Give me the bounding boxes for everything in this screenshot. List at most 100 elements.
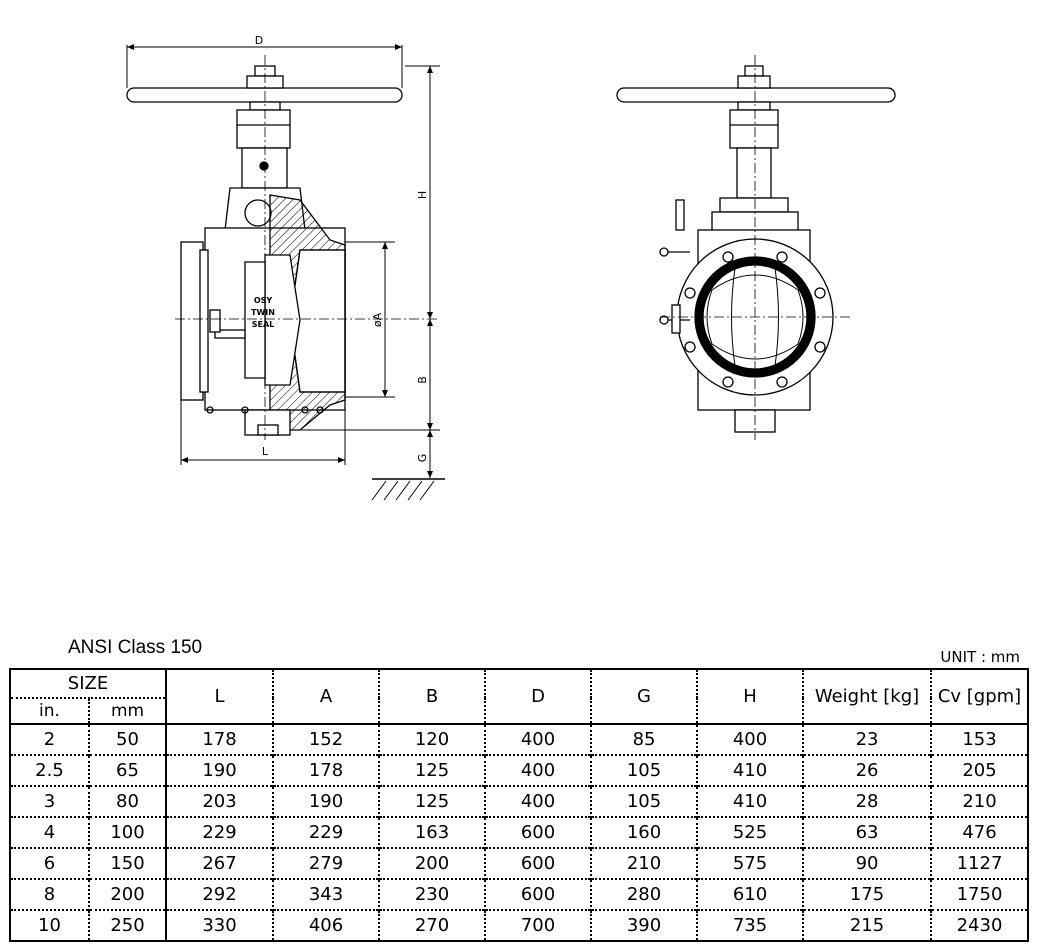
header-in: in.: [10, 698, 89, 725]
cell-d: 600: [484, 847, 592, 879]
header-weight: Weight [kg]: [802, 669, 932, 725]
cell-a: 152: [272, 724, 380, 755]
cell-cv: 1750: [930, 878, 1029, 910]
cell-cv: 153: [930, 724, 1029, 755]
cell-a: 190: [272, 785, 380, 817]
cell-b: 125: [378, 754, 486, 786]
dim-label-l: L: [262, 445, 269, 458]
cell-b: 125: [378, 785, 486, 817]
cell-a: 343: [272, 878, 380, 910]
cell-g: 105: [590, 785, 698, 817]
header-h: H: [696, 669, 804, 725]
cell-cv: 476: [930, 816, 1029, 848]
cell-d: 600: [484, 878, 592, 910]
cell-g: 210: [590, 847, 698, 879]
dimension-lines: [126, 44, 445, 501]
dim-label-b: B: [416, 376, 429, 384]
cell-d: 400: [484, 724, 592, 755]
cell-weight: 26: [802, 754, 932, 786]
cell-b: 163: [378, 816, 486, 848]
cell-size-mm: 200: [87, 878, 167, 910]
header-a: A: [272, 669, 380, 725]
cell-size-mm: 250: [87, 909, 167, 941]
valve-drawing: OSY TWIN SEAL D H øA B G L: [126, 34, 896, 501]
cell-size-mm: 80: [87, 785, 167, 817]
dim-label-h: H: [416, 191, 429, 199]
stamp-line-2: TWIN: [251, 308, 275, 317]
header-cv: Cv [gpm]: [930, 669, 1029, 725]
cell-g: 105: [590, 754, 698, 786]
header-mm: mm: [87, 698, 167, 725]
cell-h: 410: [696, 785, 804, 817]
dim-label-a: øA: [371, 312, 384, 327]
header-size: SIZE: [10, 669, 167, 699]
cell-l: 178: [165, 724, 274, 755]
header-l: L: [165, 669, 274, 725]
cell-a: 279: [272, 847, 380, 879]
cell-size-in: 3: [10, 785, 89, 817]
handwheel-front: [616, 87, 896, 103]
cell-cv: 205: [930, 754, 1029, 786]
cell-cv: 1127: [930, 847, 1029, 879]
cell-cv: 2430: [930, 909, 1029, 941]
cell-b: 270: [378, 909, 486, 941]
cell-weight: 23: [802, 724, 932, 755]
cell-a: 406: [272, 909, 380, 941]
cell-h: 575: [696, 847, 804, 879]
cell-size-mm: 150: [87, 847, 167, 879]
cell-size-in: 2: [43, 729, 56, 750]
cell-size-mm: 50: [87, 724, 167, 755]
stamp-line-1: OSY: [254, 296, 273, 305]
cell-size-in: 4: [10, 816, 89, 848]
cell-size-in: 6: [10, 847, 89, 879]
spec-table: SIZE L A B D G H Weight [kg] Cv [gpm] in…: [9, 668, 1030, 942]
cell-a: 229: [272, 816, 380, 848]
dim-label-d: D: [255, 34, 263, 47]
cell-b: 230: [378, 878, 486, 910]
cell-size-in: 10: [10, 909, 89, 941]
cell-l: 292: [165, 878, 274, 910]
side-view: [126, 55, 440, 440]
cell-g: 280: [590, 878, 698, 910]
cell-d: 400: [484, 754, 592, 786]
cell-g: 85: [590, 724, 698, 755]
cell-l: 330: [165, 909, 274, 941]
cell-g: 160: [590, 816, 698, 848]
dim-label-g: G: [416, 454, 429, 463]
unit-label: UNIT : mm: [940, 648, 1020, 666]
cell-l: 203: [165, 785, 274, 817]
cell-h: 410: [696, 754, 804, 786]
cell-a: 178: [272, 754, 380, 786]
bonnet-side: [236, 109, 291, 149]
cell-h: 525: [696, 816, 804, 848]
table-title: ANSI Class 150: [68, 637, 203, 658]
cell-weight: 215: [802, 909, 932, 941]
table-header: SIZE L A B D G H Weight [kg] Cv [gpm] in…: [10, 669, 1029, 725]
cell-g: 390: [590, 909, 698, 941]
stamp-line-3: SEAL: [252, 320, 275, 329]
cell-l: 267: [165, 847, 274, 879]
cell-l: 229: [165, 816, 274, 848]
cell-h: 735: [696, 909, 804, 941]
cell-d: 400: [484, 785, 592, 817]
osy-stamp: OSY TWIN SEAL: [251, 296, 275, 329]
cell-size-in: 2.5: [10, 754, 89, 786]
cell-weight: 175: [802, 878, 932, 910]
cell-b: 120: [378, 724, 486, 755]
header-g: G: [590, 669, 698, 725]
cell-weight: 28: [802, 785, 932, 817]
dimension-labels: D H øA B G L: [255, 34, 429, 462]
header-d: D: [484, 669, 592, 725]
cell-weight: 90: [802, 847, 932, 879]
header-b: B: [378, 669, 486, 725]
cell-d: 700: [484, 909, 592, 941]
cell-d: 600: [484, 816, 592, 848]
